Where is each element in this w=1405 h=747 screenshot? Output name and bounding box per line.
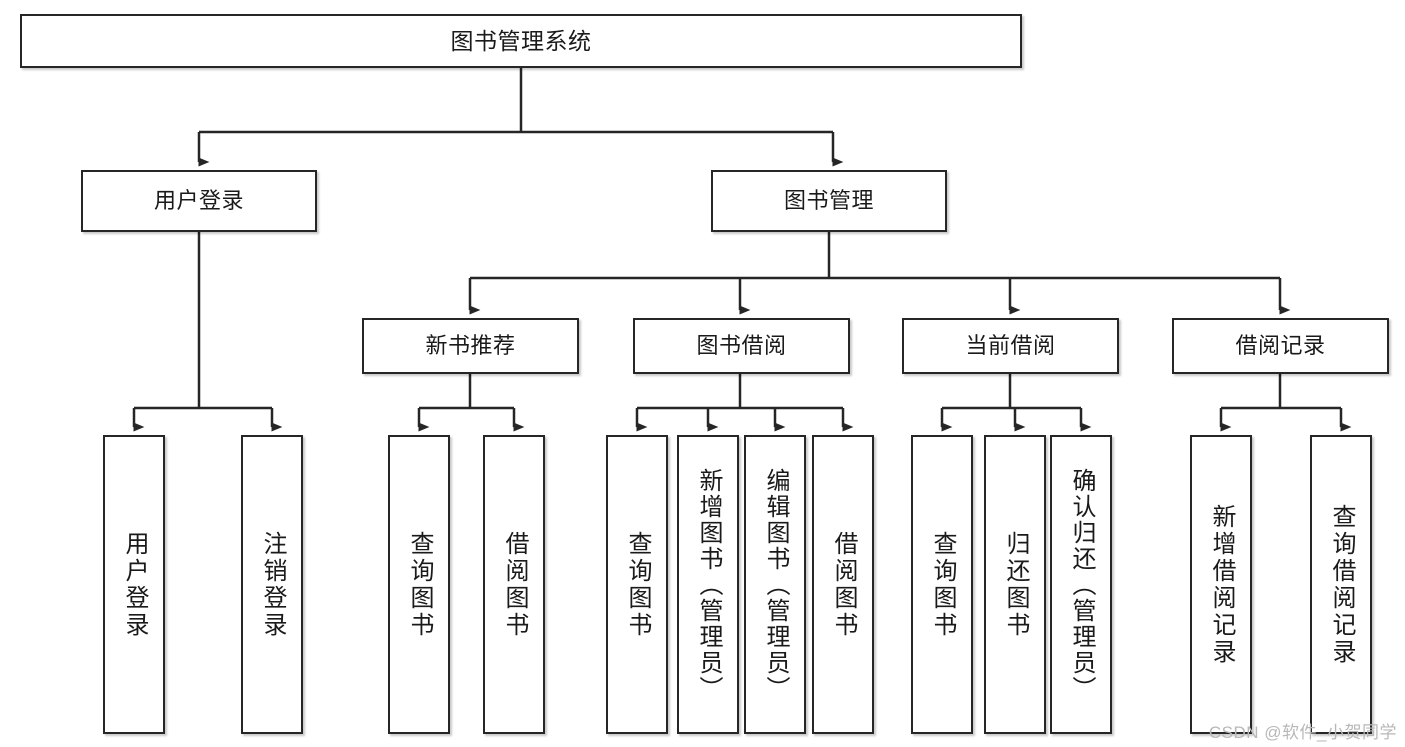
- watermark-text: CSDN @软件_小贺同学: [1208, 723, 1397, 742]
- leaf-query-book-recommend[interactable]: 查询图书: [388, 435, 450, 734]
- leaf-borrow-book-recommend-label: 借阅图书: [501, 530, 528, 639]
- node-root-label: 图书管理系统: [450, 27, 592, 54]
- leaf-return-book-label: 归还图书: [1002, 530, 1029, 639]
- leaf-borrow-book-label: 借阅图书: [830, 530, 857, 639]
- leaf-query-borrow-record-label: 查询借阅记录: [1328, 503, 1355, 666]
- leaf-edit-book-admin-label: 编辑图书（管理员）: [762, 467, 789, 702]
- leaf-add-book-admin-label: 新增图书（管理员）: [695, 467, 722, 702]
- leaf-confirm-return-admin[interactable]: 确认归还（管理员）: [1050, 435, 1112, 734]
- leaf-confirm-return-admin-label: 确认归还（管理员）: [1068, 467, 1095, 702]
- leaf-add-borrow-record-label: 新增借阅记录: [1208, 503, 1235, 666]
- node-borrow-record[interactable]: 借阅记录: [1172, 318, 1389, 374]
- node-new-book-recommend[interactable]: 新书推荐: [362, 318, 579, 374]
- node-current-borrow[interactable]: 当前借阅: [902, 318, 1119, 374]
- leaf-logout-label: 注销登录: [259, 530, 286, 639]
- node-current-borrow-label: 当前借阅: [965, 333, 1056, 359]
- leaf-add-borrow-record[interactable]: 新增借阅记录: [1190, 435, 1252, 734]
- leaf-logout[interactable]: 注销登录: [241, 435, 303, 734]
- leaf-query-book-borrow[interactable]: 查询图书: [606, 435, 668, 734]
- leaf-return-book[interactable]: 归还图书: [984, 435, 1046, 734]
- leaf-add-book-admin[interactable]: 新增图书（管理员）: [677, 435, 739, 734]
- leaf-query-book-current-label: 查询图书: [929, 530, 956, 639]
- leaf-query-book-recommend-label: 查询图书: [406, 530, 433, 639]
- node-book-borrow[interactable]: 图书借阅: [633, 318, 850, 374]
- node-book-borrow-label: 图书借阅: [696, 333, 787, 359]
- node-book-management[interactable]: 图书管理: [711, 170, 947, 232]
- node-new-book-recommend-label: 新书推荐: [425, 333, 516, 359]
- node-root[interactable]: 图书管理系统: [20, 14, 1022, 68]
- leaf-query-borrow-record[interactable]: 查询借阅记录: [1310, 435, 1372, 734]
- node-user-login-label: 用户登录: [153, 188, 244, 214]
- node-user-login[interactable]: 用户登录: [81, 170, 317, 232]
- leaf-borrow-book-recommend[interactable]: 借阅图书: [483, 435, 545, 734]
- leaf-borrow-book[interactable]: 借阅图书: [812, 435, 874, 734]
- leaf-query-book-borrow-label: 查询图书: [624, 530, 651, 639]
- node-book-management-label: 图书管理: [783, 188, 874, 214]
- leaf-edit-book-admin[interactable]: 编辑图书（管理员）: [744, 435, 806, 734]
- node-borrow-record-label: 借阅记录: [1235, 333, 1326, 359]
- leaf-user-login-label: 用户登录: [121, 530, 148, 639]
- leaf-query-book-current[interactable]: 查询图书: [911, 435, 973, 734]
- leaf-user-login[interactable]: 用户登录: [103, 435, 165, 734]
